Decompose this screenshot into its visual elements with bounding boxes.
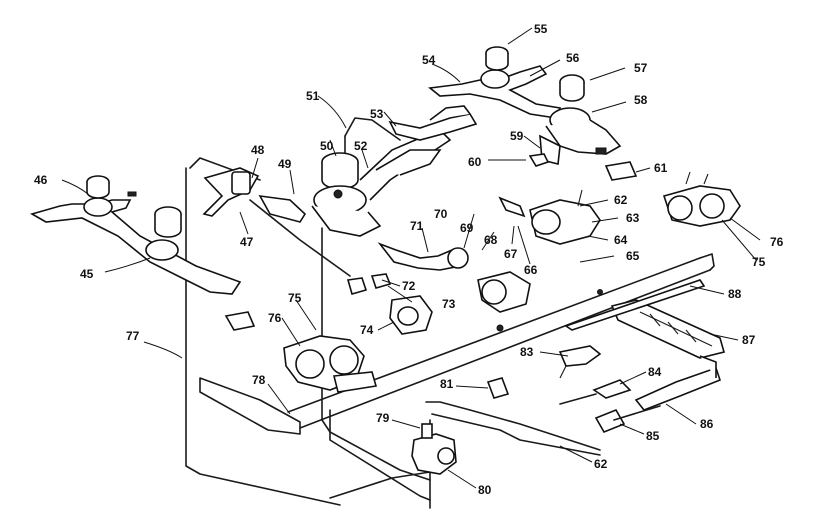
label-59: 59 <box>510 129 524 143</box>
label-61: 61 <box>654 161 668 175</box>
label-75-right: 75 <box>752 255 766 269</box>
label-84: 84 <box>648 365 662 379</box>
label-46: 46 <box>34 173 48 187</box>
thermostat-and-parts <box>486 345 661 434</box>
label-50: 50 <box>320 139 334 153</box>
label-67: 67 <box>504 247 518 261</box>
label-49: 49 <box>278 157 292 171</box>
regulator-assembly <box>377 242 531 335</box>
label-53: 53 <box>370 107 384 121</box>
label-57: 57 <box>634 61 648 75</box>
label-69: 69 <box>460 221 474 235</box>
label-56: 56 <box>566 51 580 65</box>
label-63: 63 <box>626 211 640 225</box>
gas-tubing <box>185 117 601 509</box>
label-76-right: 76 <box>770 235 784 249</box>
label-78: 78 <box>252 373 266 387</box>
label-71: 71 <box>410 219 424 233</box>
label-74: 74 <box>360 323 374 337</box>
label-58: 58 <box>634 93 648 107</box>
left-front-burner <box>29 175 242 295</box>
label-48: 48 <box>251 143 265 157</box>
label-81: 81 <box>440 377 454 391</box>
label-64: 64 <box>614 233 628 247</box>
leader-lines <box>61 27 761 489</box>
bottom-valve <box>411 423 457 475</box>
left-rear-burner <box>202 129 452 237</box>
label-62-upper: 62 <box>614 193 628 207</box>
label-51: 51 <box>306 89 320 103</box>
label-73: 73 <box>442 297 456 311</box>
label-62-lower: 62 <box>594 457 608 471</box>
label-85: 85 <box>646 429 660 443</box>
label-72: 72 <box>402 279 416 293</box>
right-front-burner <box>539 74 622 165</box>
label-83: 83 <box>520 345 534 359</box>
label-66: 66 <box>524 263 538 277</box>
part-labels: 45 46 47 48 49 50 51 52 53 54 55 56 57 5… <box>34 22 784 497</box>
burner-valves-right <box>498 189 601 245</box>
label-52: 52 <box>354 139 368 153</box>
oven-burner <box>564 279 725 411</box>
label-76-left: 76 <box>268 311 282 325</box>
label-70: 70 <box>434 207 448 221</box>
igniter-bracket <box>388 105 478 141</box>
label-47: 47 <box>240 235 254 249</box>
label-77: 77 <box>126 329 140 343</box>
label-86: 86 <box>700 417 714 431</box>
label-55: 55 <box>534 22 548 36</box>
right-rear-burner <box>428 46 562 119</box>
label-65: 65 <box>626 249 640 263</box>
left-side-valves <box>283 335 378 393</box>
label-75-left: 75 <box>288 291 302 305</box>
small-fittings <box>224 153 638 331</box>
label-45: 45 <box>80 267 94 281</box>
label-68: 68 <box>484 233 498 247</box>
label-79: 79 <box>376 411 390 425</box>
label-80: 80 <box>478 483 492 497</box>
label-54: 54 <box>422 53 436 67</box>
label-60: 60 <box>468 155 482 169</box>
label-87: 87 <box>742 333 756 347</box>
label-88: 88 <box>728 287 742 301</box>
right-side-valves <box>662 171 741 227</box>
